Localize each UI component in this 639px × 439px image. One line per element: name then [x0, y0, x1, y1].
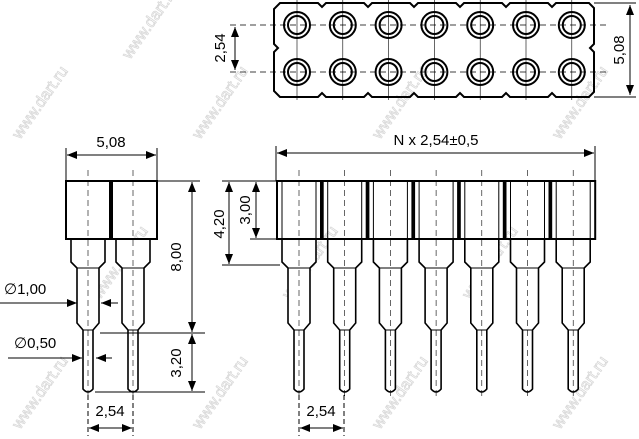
- side-body-left: [65, 180, 111, 240]
- watermark-text: www.dart.ru: [9, 353, 72, 433]
- front-pins: [276, 170, 597, 398]
- top-view: 2,54 5,08: [212, 0, 636, 100]
- top-pitch-label: 2,54: [212, 33, 229, 62]
- side-pitch-label: 2,54: [95, 403, 124, 420]
- front-view: N x 2,54±0,5 4,20 3,00 2,54: [211, 132, 597, 436]
- side-body-right: [111, 180, 158, 240]
- front-pitch-label: 2,54: [306, 403, 335, 420]
- body-label: 3,00: [237, 195, 254, 224]
- side-tail-label: 3,20: [168, 348, 185, 377]
- top-body-outline: [273, 2, 595, 98]
- side-width-label: 5,08: [96, 134, 125, 151]
- hole-array: [283, 0, 586, 100]
- length-label: N x 2,54±0,5: [394, 132, 479, 149]
- top-width-label: 5,08: [611, 35, 628, 64]
- watermark-text: www.dart.ru: [189, 353, 252, 433]
- watermark-text: www.dart.ru: [119, 0, 182, 63]
- watermark-text: www.dart.ru: [9, 63, 72, 143]
- dia-lower-label: ∅0,50: [14, 335, 56, 352]
- watermark-text: www.dart.ru: [189, 63, 252, 143]
- dia-upper-label: ∅1,00: [4, 281, 46, 298]
- watermark-text: www.dart.ru: [369, 353, 432, 433]
- side-view: 5,08 8,00 3,20 ∅1,00 ∅0,50 2,54: [0, 134, 205, 436]
- side-height-label: 8,00: [168, 242, 185, 271]
- shoulder-label: 4,20: [211, 209, 228, 238]
- watermark-text: www.dart.ru: [549, 353, 612, 433]
- side-pins: [70, 170, 151, 398]
